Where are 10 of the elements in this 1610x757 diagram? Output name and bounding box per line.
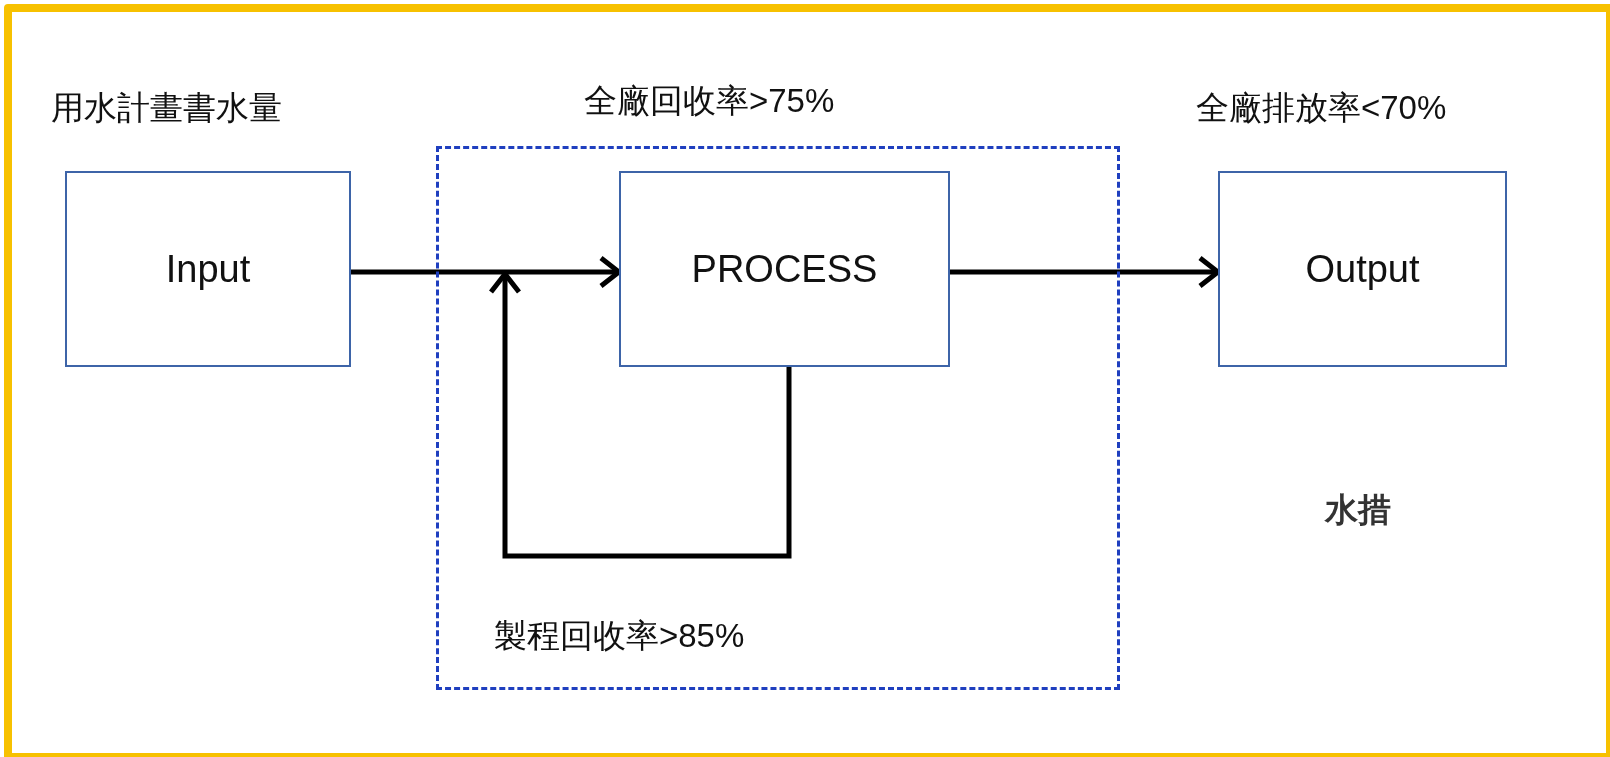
- heading-label: 用水計畫書水量: [51, 88, 282, 128]
- heading-label: 全廠回收率>75%: [584, 81, 835, 121]
- heading-label: 全廠排放率<70%: [1196, 88, 1447, 128]
- process-box: [619, 171, 950, 367]
- note-label: 水措: [1325, 490, 1391, 530]
- arrow: [488, 271, 792, 559]
- box-label: Input: [165, 247, 251, 291]
- box-label: PROCESS: [691, 247, 878, 291]
- box-label: Output: [1305, 247, 1420, 291]
- rate-label: 製程回收率>85%: [494, 616, 745, 656]
